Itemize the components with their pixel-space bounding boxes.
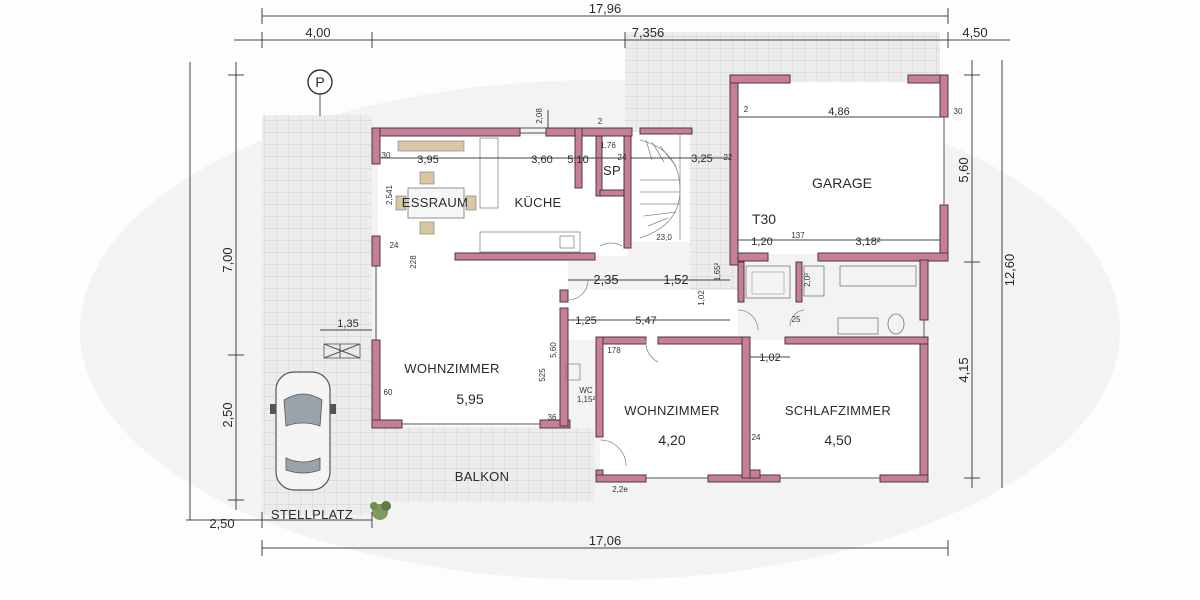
room-wc-size: 1,15² (577, 395, 596, 404)
dim-w2a: 2 (744, 105, 749, 114)
dim-kueche-r: 5,10 (567, 154, 588, 166)
room-stellplatz: STELLPLATZ (271, 507, 353, 522)
dim-w22e: 2,2e (612, 485, 628, 494)
parking-sign: P (307, 69, 333, 116)
parking-sign-label: P (315, 74, 324, 90)
dim-garage-w: 4,86 (828, 106, 849, 118)
dim-essraum-w: 3,95 (417, 154, 438, 166)
kitchen-counter-left (479, 137, 499, 209)
chair-icon (419, 171, 435, 185)
dim-sp-w: 1,76 (600, 141, 616, 150)
dim-bottom-left: 2,50 (209, 516, 234, 531)
dim-w2b: 2 (598, 117, 603, 126)
dim-parking-w: 1,35 (337, 318, 358, 330)
door-swing-icon (737, 309, 759, 331)
dim-wz-h1: 5,60 (549, 342, 558, 358)
dim-w22: 22 (724, 153, 733, 162)
dim-w24c: 24 (618, 153, 627, 162)
washing-machine-icon (745, 265, 791, 299)
dim-left-upper: 7,00 (220, 247, 235, 272)
car-icon (270, 371, 336, 491)
room-balkon: BALKON (455, 469, 510, 484)
dimension-labels: 17,96 4,00 7,356 4,50 17,06 2,50 7,00 2,… (209, 1, 1017, 548)
dim-w165: 1,65² (713, 263, 722, 282)
dim-w102: 1,02 (697, 290, 706, 306)
furniture-and-fixtures (323, 117, 945, 520)
dim-garage-b2: 137 (791, 231, 805, 240)
chair-icon (465, 195, 477, 211)
dim-bed-door: 1,02 (759, 352, 780, 364)
sink-icon (559, 235, 575, 249)
room-wohnzimmer-left-size: 5,95 (456, 391, 483, 407)
door-swing-icon (567, 279, 589, 301)
door-swing-icon (645, 339, 659, 363)
dim-top-total: 17,96 (589, 1, 622, 16)
dim-right-lower: 4,15 (956, 357, 971, 382)
plant-icon (370, 501, 391, 520)
toilet-icon (887, 313, 905, 335)
room-t30: T30 (752, 211, 776, 227)
room-garage: GARAGE (812, 175, 872, 191)
dim-top-right: 4,50 (962, 25, 987, 40)
balcony-paving (372, 428, 594, 502)
boiler-icon (803, 265, 825, 297)
dim-w24a: 24 (390, 241, 399, 250)
dim-bottom-total: 17,06 (589, 533, 622, 548)
door-swing-icon (599, 439, 627, 467)
room-essraum: ESSRAUM (402, 195, 468, 210)
dim-left-lower: 2,50 (220, 402, 235, 427)
dim-garage-b1: 1,20 (751, 236, 772, 248)
room-wohnzimmer-mid: WOHNZIMMER (624, 403, 719, 418)
bath-counter (839, 265, 917, 287)
dining-table (407, 187, 465, 219)
room-wohnzimmer-left: WOHNZIMMER (404, 361, 499, 376)
door-swing-icon (789, 309, 805, 327)
dim-ess-h: 2,541 (385, 184, 394, 205)
dim-kueche-w: 3,60 (531, 154, 552, 166)
dim-w228: 228 (409, 255, 418, 269)
dim-hall-2: 1,52 (663, 272, 688, 287)
dim-corr-1: 1,25 (575, 315, 596, 327)
dim-window-h: 2,08 (535, 108, 544, 124)
room-sp: SP (603, 163, 621, 178)
dim-w2p: 2,0² (803, 273, 812, 287)
staircase-icon (639, 134, 681, 240)
room-kueche: KÜCHE (514, 195, 561, 210)
dim-w25: 25 (792, 315, 801, 324)
walls (371, 74, 949, 483)
dimension-lines (186, 8, 1010, 556)
room-schlafzimmer-size: 4,50 (824, 432, 851, 448)
kitchen-counter-bottom (479, 231, 581, 253)
room-wc: WC (579, 386, 593, 395)
dim-right-total: 12,60 (1002, 254, 1017, 287)
dim-w24b: 24 (752, 433, 761, 442)
room-schlafzimmer: SCHLAFZIMMER (785, 403, 891, 418)
washbasin-icon (837, 317, 879, 335)
dim-w36: 36 (548, 413, 557, 422)
dim-stair-w: 3,25 (691, 153, 712, 165)
dim-garage-b3: 3,18² (855, 236, 880, 248)
sideboard (397, 140, 465, 152)
dim-top-left: 4,00 (305, 25, 330, 40)
dim-w30b: 30 (954, 107, 963, 116)
room-labels: ESSRAUM KÜCHE SP GARAGE T30 WOHNZIMMER 5… (271, 163, 891, 522)
dim-right-upper: 5,60 (956, 157, 971, 182)
dim-wz-h2: 525 (538, 368, 547, 382)
chair-icon (395, 195, 407, 211)
dim-stair-len: 23,0 (656, 233, 672, 242)
dim-top-mid: 7,356 (632, 25, 665, 40)
dim-w178: 178 (607, 346, 621, 355)
bike-rack-icon (323, 343, 361, 359)
dim-hall-1: 2,35 (593, 272, 618, 287)
door-swing-icon (599, 242, 623, 247)
wc-toilet-icon (565, 363, 581, 381)
interior-floor (378, 82, 944, 478)
room-wohnzimmer-mid-size: 4,20 (658, 432, 685, 448)
dim-corr-2: 5,47 (635, 315, 656, 327)
dim-w60: 60 (384, 388, 393, 397)
chair-icon (419, 221, 435, 235)
dim-w30a: 30 (382, 151, 391, 160)
